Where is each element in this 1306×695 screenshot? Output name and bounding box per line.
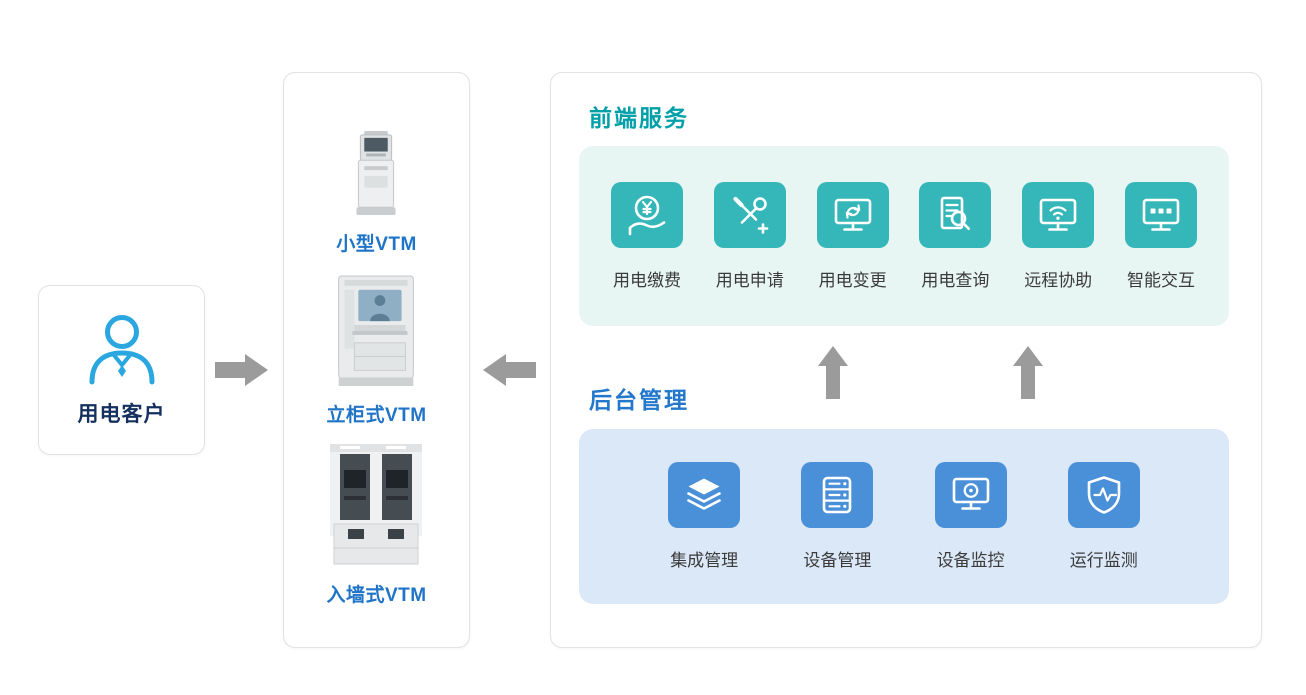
vtm-label-small: 小型VTM: [336, 234, 417, 255]
shield-pulse-icon: [1067, 462, 1140, 528]
remote-assist-wifi-icon: [1022, 181, 1095, 248]
service-label: 远程协助: [1024, 270, 1093, 290]
cabinet-vtm-image: [328, 274, 424, 388]
service-label: 智能交互: [1126, 270, 1195, 290]
service-item-apply: 用电申请: [713, 181, 786, 291]
service-label: 运行监测: [1069, 551, 1138, 570]
backend-title: 后台管理: [589, 387, 689, 413]
customer-person-icon: [80, 312, 164, 388]
query-document-magnifier-icon: [919, 181, 992, 248]
vtm-item-cabinet: 立柜式VTM: [326, 274, 426, 427]
customer-card: 用电客户: [38, 285, 205, 455]
vtm-label-cabinet: 立柜式VTM: [326, 404, 427, 426]
service-item-integration: 集成管理: [668, 462, 741, 571]
frontend-title: 前端服务: [589, 105, 689, 131]
service-label: 用电变更: [818, 270, 887, 290]
service-label: 用电申请: [715, 270, 784, 290]
service-item-payment: 用电缴费: [611, 181, 683, 291]
frontend-services-group: 用电缴费 用电申请: [579, 146, 1229, 326]
small-vtm-image: [344, 131, 408, 217]
customer-label: 用电客户: [77, 403, 166, 426]
service-label: 用电缴费: [613, 270, 681, 290]
change-monitor-refresh-icon: [816, 181, 889, 248]
service-item-change: 用电变更: [816, 181, 889, 291]
layers-icon: [668, 462, 741, 528]
service-item-run-monitor: 运行监测: [1067, 462, 1140, 571]
arrow-right-icon: [215, 352, 268, 388]
arrow-up-icon: [1011, 346, 1045, 399]
payment-hand-yen-icon: [611, 181, 683, 248]
wall-vtm-image: [330, 444, 423, 568]
service-item-device-mgmt: 设备管理: [801, 462, 874, 571]
service-item-device-monitor: 设备监控: [934, 462, 1007, 571]
arrow-left-icon: [483, 352, 536, 388]
backend-services-group: 集成管理 设备管理: [579, 429, 1229, 604]
service-item-remote: 远程协助: [1022, 181, 1095, 291]
vtm-panel: 小型VTM 立柜式VTM: [283, 72, 470, 648]
service-label: 集成管理: [670, 551, 739, 570]
vtm-label-wall: 入墙式VTM: [326, 585, 427, 606]
services-card: 前端服务 用电缴费: [550, 72, 1262, 648]
arrow-up-icon: [816, 346, 850, 399]
server-icon: [801, 462, 874, 528]
service-label: 用电查询: [921, 270, 990, 290]
service-label: 设备监控: [936, 551, 1005, 570]
service-item-interaction: 智能交互: [1124, 181, 1197, 291]
vtm-item-wall: 入墙式VTM: [326, 444, 426, 607]
smart-interaction-monitor-icon: [1124, 181, 1197, 248]
service-item-query: 用电查询: [919, 181, 992, 291]
apply-tools-icon: [713, 181, 786, 248]
service-label: 设备管理: [803, 551, 872, 570]
monitor-camera-icon: [934, 462, 1007, 528]
vtm-item-small: 小型VTM: [336, 131, 417, 256]
